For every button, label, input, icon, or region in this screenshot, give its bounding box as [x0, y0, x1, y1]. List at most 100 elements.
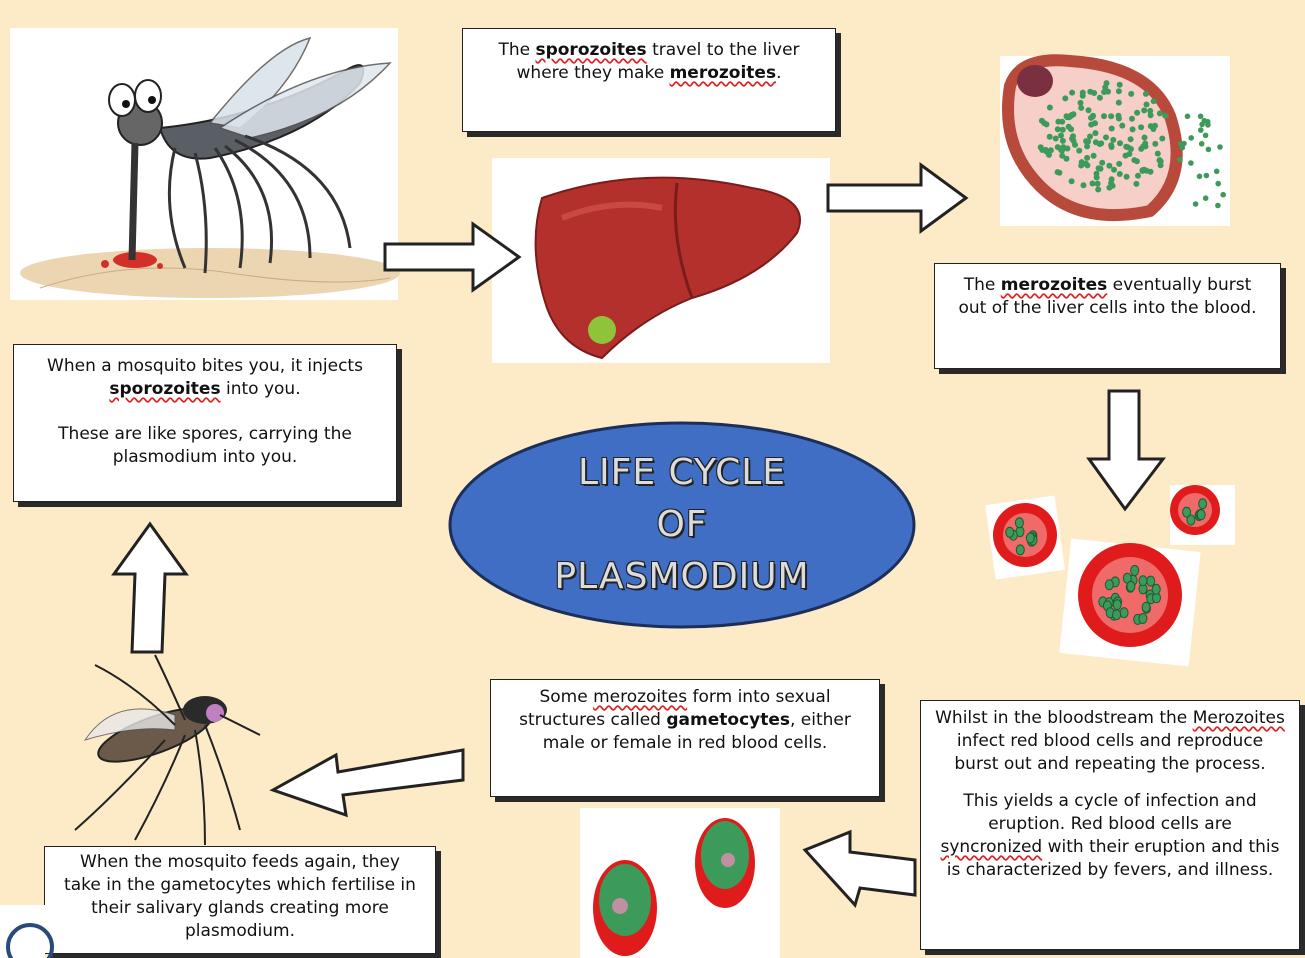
parasite-dot	[1064, 156, 1070, 162]
parasite-dot	[1185, 114, 1191, 120]
parasite-dot	[1130, 126, 1136, 132]
merozoite-dot	[1183, 507, 1191, 517]
arrow-down	[1087, 389, 1167, 514]
parasite-dot	[1062, 95, 1068, 101]
parasite-dot	[1148, 112, 1154, 118]
title-line-3: PLASMODIUM	[554, 551, 809, 603]
parasite-dot	[1116, 100, 1122, 106]
parasite-dot	[1178, 141, 1184, 147]
parasite-dot	[1140, 167, 1146, 173]
parasite-dot	[1097, 95, 1103, 101]
parasite-dot	[1108, 113, 1114, 119]
parasite-dot	[1152, 141, 1158, 147]
merozoite-dot	[1152, 584, 1160, 594]
arrow-left-2	[800, 830, 920, 910]
red-blood-cells-image	[990, 490, 1280, 660]
parasite-dot	[1088, 122, 1094, 128]
merozoite-dot	[1131, 566, 1139, 576]
parasite-dot	[1138, 124, 1144, 130]
title-line-2: OF	[656, 499, 707, 551]
parasite-dot	[1197, 174, 1203, 180]
parasite-dot	[1117, 140, 1123, 146]
parasite-dot	[1204, 173, 1210, 179]
merozoite-dot	[1016, 545, 1024, 555]
parasite-dot	[1199, 141, 1205, 147]
parasite-dot	[1094, 175, 1100, 181]
merozoite-dot	[1147, 576, 1155, 586]
parasite-dot	[1039, 118, 1045, 124]
parasite-dot	[1157, 110, 1163, 116]
merozoite-dot	[1015, 518, 1023, 528]
parasite-dot	[1144, 102, 1150, 108]
parasite-dot	[1068, 126, 1074, 132]
parasite-dot	[1116, 161, 1122, 167]
parasite-dot	[1159, 136, 1165, 142]
parasite-dot	[1152, 123, 1158, 129]
gametocytes-text: Some merozoites form into sexual structu…	[505, 686, 865, 755]
mosquito-bite-text-2: These are like spores, carrying the plas…	[32, 423, 378, 469]
arrow-left-1	[268, 740, 468, 820]
parasite-dot	[1124, 174, 1130, 180]
parasite-dot	[1081, 182, 1087, 188]
mosquito-image	[55, 655, 265, 850]
parasite-dot	[1069, 178, 1075, 184]
parasite-dot	[1117, 171, 1123, 177]
parasite-dot	[1188, 160, 1194, 166]
parasite-dot	[1055, 126, 1061, 132]
parasite-dot	[1109, 126, 1115, 132]
merozoites-burst-text: The merozoites eventually burst out of t…	[953, 274, 1262, 320]
parasite-dot	[1217, 144, 1223, 150]
merozoite-dot	[1127, 581, 1135, 591]
parasite-dot	[1214, 169, 1220, 175]
parasite-dot	[1119, 123, 1125, 129]
parasite-dot	[1198, 127, 1204, 133]
parasite-dot	[1047, 134, 1053, 140]
merozoite-dot	[1139, 576, 1147, 586]
parasite-dot	[1053, 136, 1059, 142]
mosquito-feeds-box: When the mosquito feeds again, they take…	[44, 846, 436, 954]
parasite-dot	[1084, 139, 1090, 145]
parasite-dot	[1069, 90, 1075, 96]
parasite-dot	[1203, 195, 1209, 201]
parasite-dot	[1084, 155, 1090, 161]
parasite-dot	[1095, 187, 1101, 193]
parasite-dot	[1203, 133, 1209, 139]
parasite-dot	[1095, 181, 1101, 187]
parasite-dot	[1198, 114, 1204, 120]
mosquito-feeds-text: When the mosquito feeds again, they take…	[59, 851, 421, 943]
parasite-dot	[1055, 144, 1061, 150]
parasite-dot	[1142, 135, 1148, 141]
parasite-dot	[1069, 136, 1075, 142]
merozoite-dot	[1199, 499, 1207, 509]
merozoite-dot	[1026, 533, 1034, 543]
mosquito-bite-text: When a mosquito bites you, it injects sp…	[32, 355, 378, 401]
parasite-dot	[1086, 107, 1092, 113]
bloodstream-text: Whilst in the bloodstream the Merozoites…	[935, 707, 1285, 776]
merozoite-dot	[1105, 580, 1113, 590]
arrow-up	[110, 522, 190, 657]
sporozoites-liver-box: The sporozoites travel to the liver wher…	[462, 28, 836, 132]
parasite-dot	[1162, 113, 1168, 119]
merozoite-dot	[1197, 510, 1205, 520]
parasite-dot	[1090, 113, 1096, 119]
merozoite-dot	[1113, 600, 1121, 610]
parasite-dot	[1141, 107, 1147, 113]
parasite-dot	[1143, 91, 1149, 97]
parasite-dot	[1076, 148, 1082, 154]
parasite-dot	[1111, 167, 1117, 173]
merozoite-dot	[1113, 610, 1121, 620]
parasite-dot	[1148, 169, 1154, 175]
parasite-dot	[1109, 176, 1115, 182]
parasite-dot	[1103, 134, 1109, 140]
sporozoites-liver-text: The sporozoites travel to the liver wher…	[481, 39, 817, 85]
merozoites-burst-box: The merozoites eventually burst out of t…	[934, 263, 1281, 369]
title-line-1: LIFE CYCLE	[578, 447, 786, 499]
parasite-dot	[1071, 111, 1077, 117]
parasite-dot	[1116, 88, 1122, 94]
parasite-dot	[1056, 170, 1062, 176]
parasite-dot	[1205, 119, 1211, 125]
liver-cell-burst-image	[1000, 56, 1230, 226]
merozoite-dot	[1139, 614, 1147, 624]
parasite-dot	[1158, 162, 1164, 168]
parasite-dot	[1060, 138, 1066, 144]
